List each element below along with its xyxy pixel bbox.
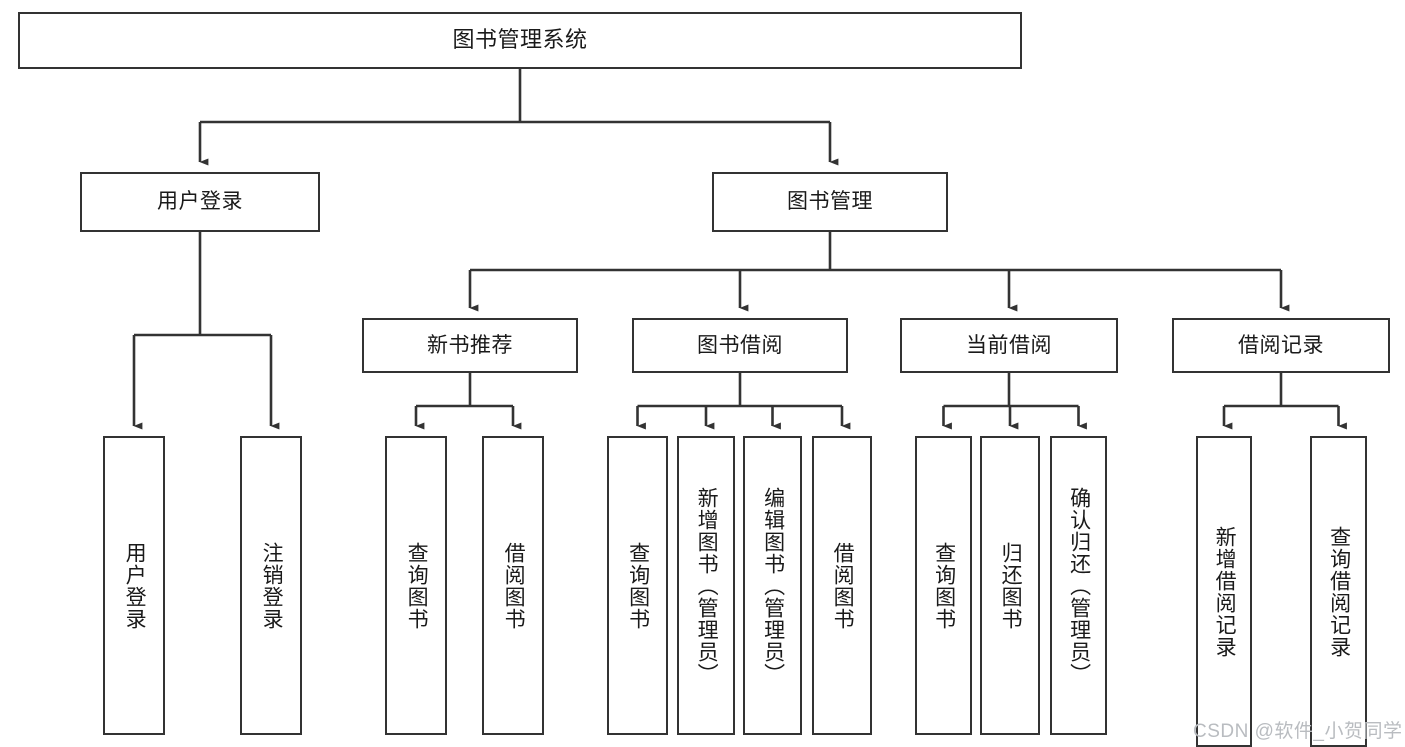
node-label: 确认归还（管理员）: [1067, 486, 1091, 685]
node-label: 新增借阅记录: [1213, 525, 1237, 658]
node-label: 新增图书（管理员）: [695, 486, 719, 685]
node-book-borrow: 图书借阅: [632, 318, 848, 373]
node-root: 图书管理系统: [18, 12, 1022, 69]
node-label: 查询图书: [932, 541, 956, 630]
node-label: 当前借阅: [966, 333, 1052, 357]
node-leaf-query-book-1: 查询图书: [385, 436, 447, 735]
node-label: 用户登录: [157, 190, 243, 214]
node-label: 用户登录: [123, 541, 147, 630]
node-label: 编辑图书（管理员）: [761, 486, 785, 685]
node-label: 借阅图书: [831, 541, 855, 630]
node-leaf-borrow-book-1: 借阅图书: [482, 436, 544, 735]
node-leaf-logout: 注销登录: [240, 436, 302, 735]
node-label: 新书推荐: [427, 333, 513, 357]
node-new-book-rec: 新书推荐: [362, 318, 578, 373]
node-leaf-return-book: 归还图书: [980, 436, 1040, 735]
node-leaf-query-book-3: 查询图书: [915, 436, 972, 735]
node-label: 查询图书: [405, 541, 429, 630]
node-label: 图书管理: [787, 190, 873, 214]
node-leaf-add-record: 新增借阅记录: [1196, 436, 1252, 747]
node-label: 借阅图书: [502, 541, 526, 630]
csdn-watermark: CSDN @软件_小贺同学: [1193, 721, 1403, 742]
node-borrow-record: 借阅记录: [1172, 318, 1390, 373]
node-label: 图书借阅: [697, 333, 783, 357]
node-leaf-user-login: 用户登录: [103, 436, 165, 735]
node-book-manage: 图书管理: [712, 172, 948, 232]
node-label: 图书管理系统: [452, 27, 588, 53]
node-label: 查询图书: [626, 541, 650, 630]
node-leaf-query-record: 查询借阅记录: [1310, 436, 1367, 747]
node-label: 归还图书: [999, 541, 1023, 630]
node-current-borrow: 当前借阅: [900, 318, 1118, 373]
node-leaf-query-book-2: 查询图书: [607, 436, 668, 735]
node-label: 借阅记录: [1238, 333, 1324, 357]
node-user-login: 用户登录: [80, 172, 320, 232]
node-leaf-borrow-book-2: 借阅图书: [812, 436, 872, 735]
node-leaf-edit-book: 编辑图书（管理员）: [743, 436, 802, 735]
node-leaf-confirm-return: 确认归还（管理员）: [1050, 436, 1107, 735]
node-label: 注销登录: [260, 541, 284, 630]
node-leaf-add-book: 新增图书（管理员）: [677, 436, 735, 735]
node-label: 查询借阅记录: [1327, 525, 1351, 658]
